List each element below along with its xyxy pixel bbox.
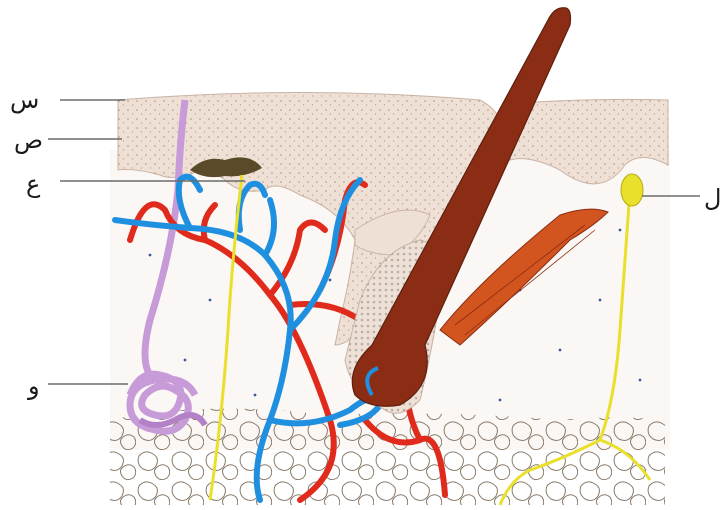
label-lam: ل [704,184,721,212]
label-waw: و [27,372,40,400]
label-sad: ص [14,126,43,154]
hypodermis-fat-layer [110,409,665,505]
sensory-receptor [621,174,643,206]
label-ain: ع [26,170,41,198]
label-sin: س [10,86,39,114]
